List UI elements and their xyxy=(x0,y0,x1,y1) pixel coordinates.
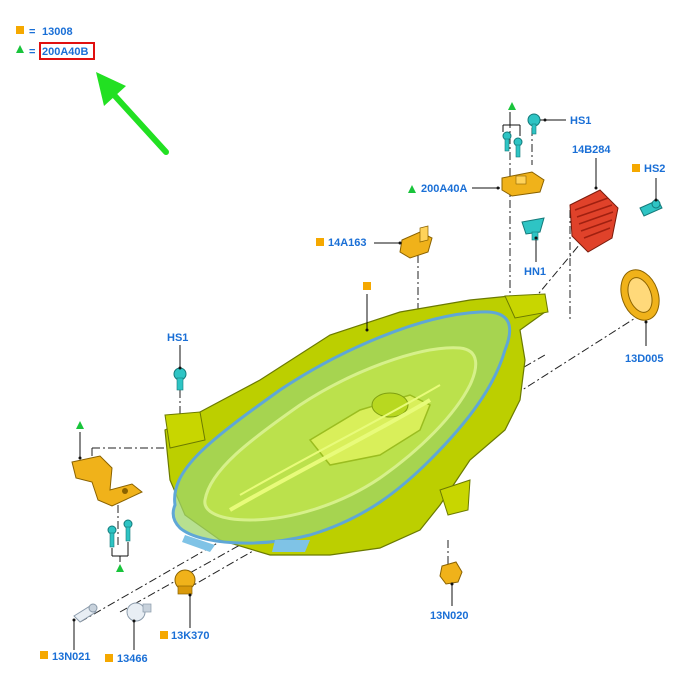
square-marker-13k370 xyxy=(160,631,168,639)
screw-icon xyxy=(107,525,117,548)
left-bracket xyxy=(71,455,143,507)
screw-icon xyxy=(502,131,512,152)
pointer-arrow xyxy=(96,72,169,155)
legend-highlight-box xyxy=(39,42,95,60)
label-hs1-top[interactable]: HS1 xyxy=(570,115,591,127)
label-hs2[interactable]: HS2 xyxy=(644,163,665,175)
screw-icon xyxy=(123,519,133,542)
label-14b284[interactable]: 14B284 xyxy=(572,144,611,156)
top-screws xyxy=(502,102,566,158)
socket-13k370 xyxy=(174,569,196,595)
label-13n020[interactable]: 13N020 xyxy=(430,610,469,622)
triangle-marker-bottom xyxy=(116,564,124,572)
legend-triangle-marker xyxy=(16,45,24,53)
square-marker-hs2 xyxy=(632,164,640,172)
hs1-top-fastener-icon xyxy=(527,113,541,135)
legend-code-13008: 13008 xyxy=(42,26,73,38)
part-labels: HS1 14B284 HS2 200A40A 14A163 HN1 HS1 13… xyxy=(52,115,665,665)
legend-code-200a40b[interactable]: 200A40B xyxy=(42,46,89,58)
left-screws xyxy=(107,519,133,572)
triangle-marker-left xyxy=(76,421,84,429)
label-hs1-left[interactable]: HS1 xyxy=(167,332,188,344)
hs1-left-fastener-icon xyxy=(173,367,187,391)
label-13d005[interactable]: 13D005 xyxy=(625,353,664,365)
label-13466[interactable]: 13466 xyxy=(117,653,148,665)
label-200a40a[interactable]: 200A40A xyxy=(421,183,468,195)
legend: = 13008 = 200A40B xyxy=(16,26,95,60)
clip-14a163 xyxy=(399,225,433,259)
ring-13d005 xyxy=(620,269,660,321)
heatsink-14b284 xyxy=(569,189,619,253)
square-marker-housing xyxy=(363,282,371,290)
label-hn1[interactable]: HN1 xyxy=(524,266,546,278)
square-marker-13466 xyxy=(105,654,113,662)
square-marker-14a163 xyxy=(316,238,324,246)
screw-icon xyxy=(513,137,523,158)
square-marker-13n021 xyxy=(40,651,48,659)
bulb-13466-icon xyxy=(126,602,152,622)
headlamp-housing xyxy=(164,293,549,556)
legend-equals-1: = xyxy=(29,26,35,38)
label-14a163[interactable]: 14A163 xyxy=(328,237,367,249)
legend-square-marker xyxy=(16,26,24,34)
legend-equals-2: = xyxy=(29,46,35,58)
triangle-marker-top xyxy=(508,102,516,110)
bulb-13n021-icon xyxy=(73,603,98,623)
triangle-marker-200a40a xyxy=(408,185,416,193)
label-13k370[interactable]: 13K370 xyxy=(171,630,210,642)
hn1-nut-icon xyxy=(521,217,545,241)
label-13n021[interactable]: 13N021 xyxy=(52,651,91,663)
hs2-screw-icon xyxy=(639,199,663,217)
bracket-200a40a xyxy=(501,171,545,197)
clip-13n020 xyxy=(439,561,463,585)
